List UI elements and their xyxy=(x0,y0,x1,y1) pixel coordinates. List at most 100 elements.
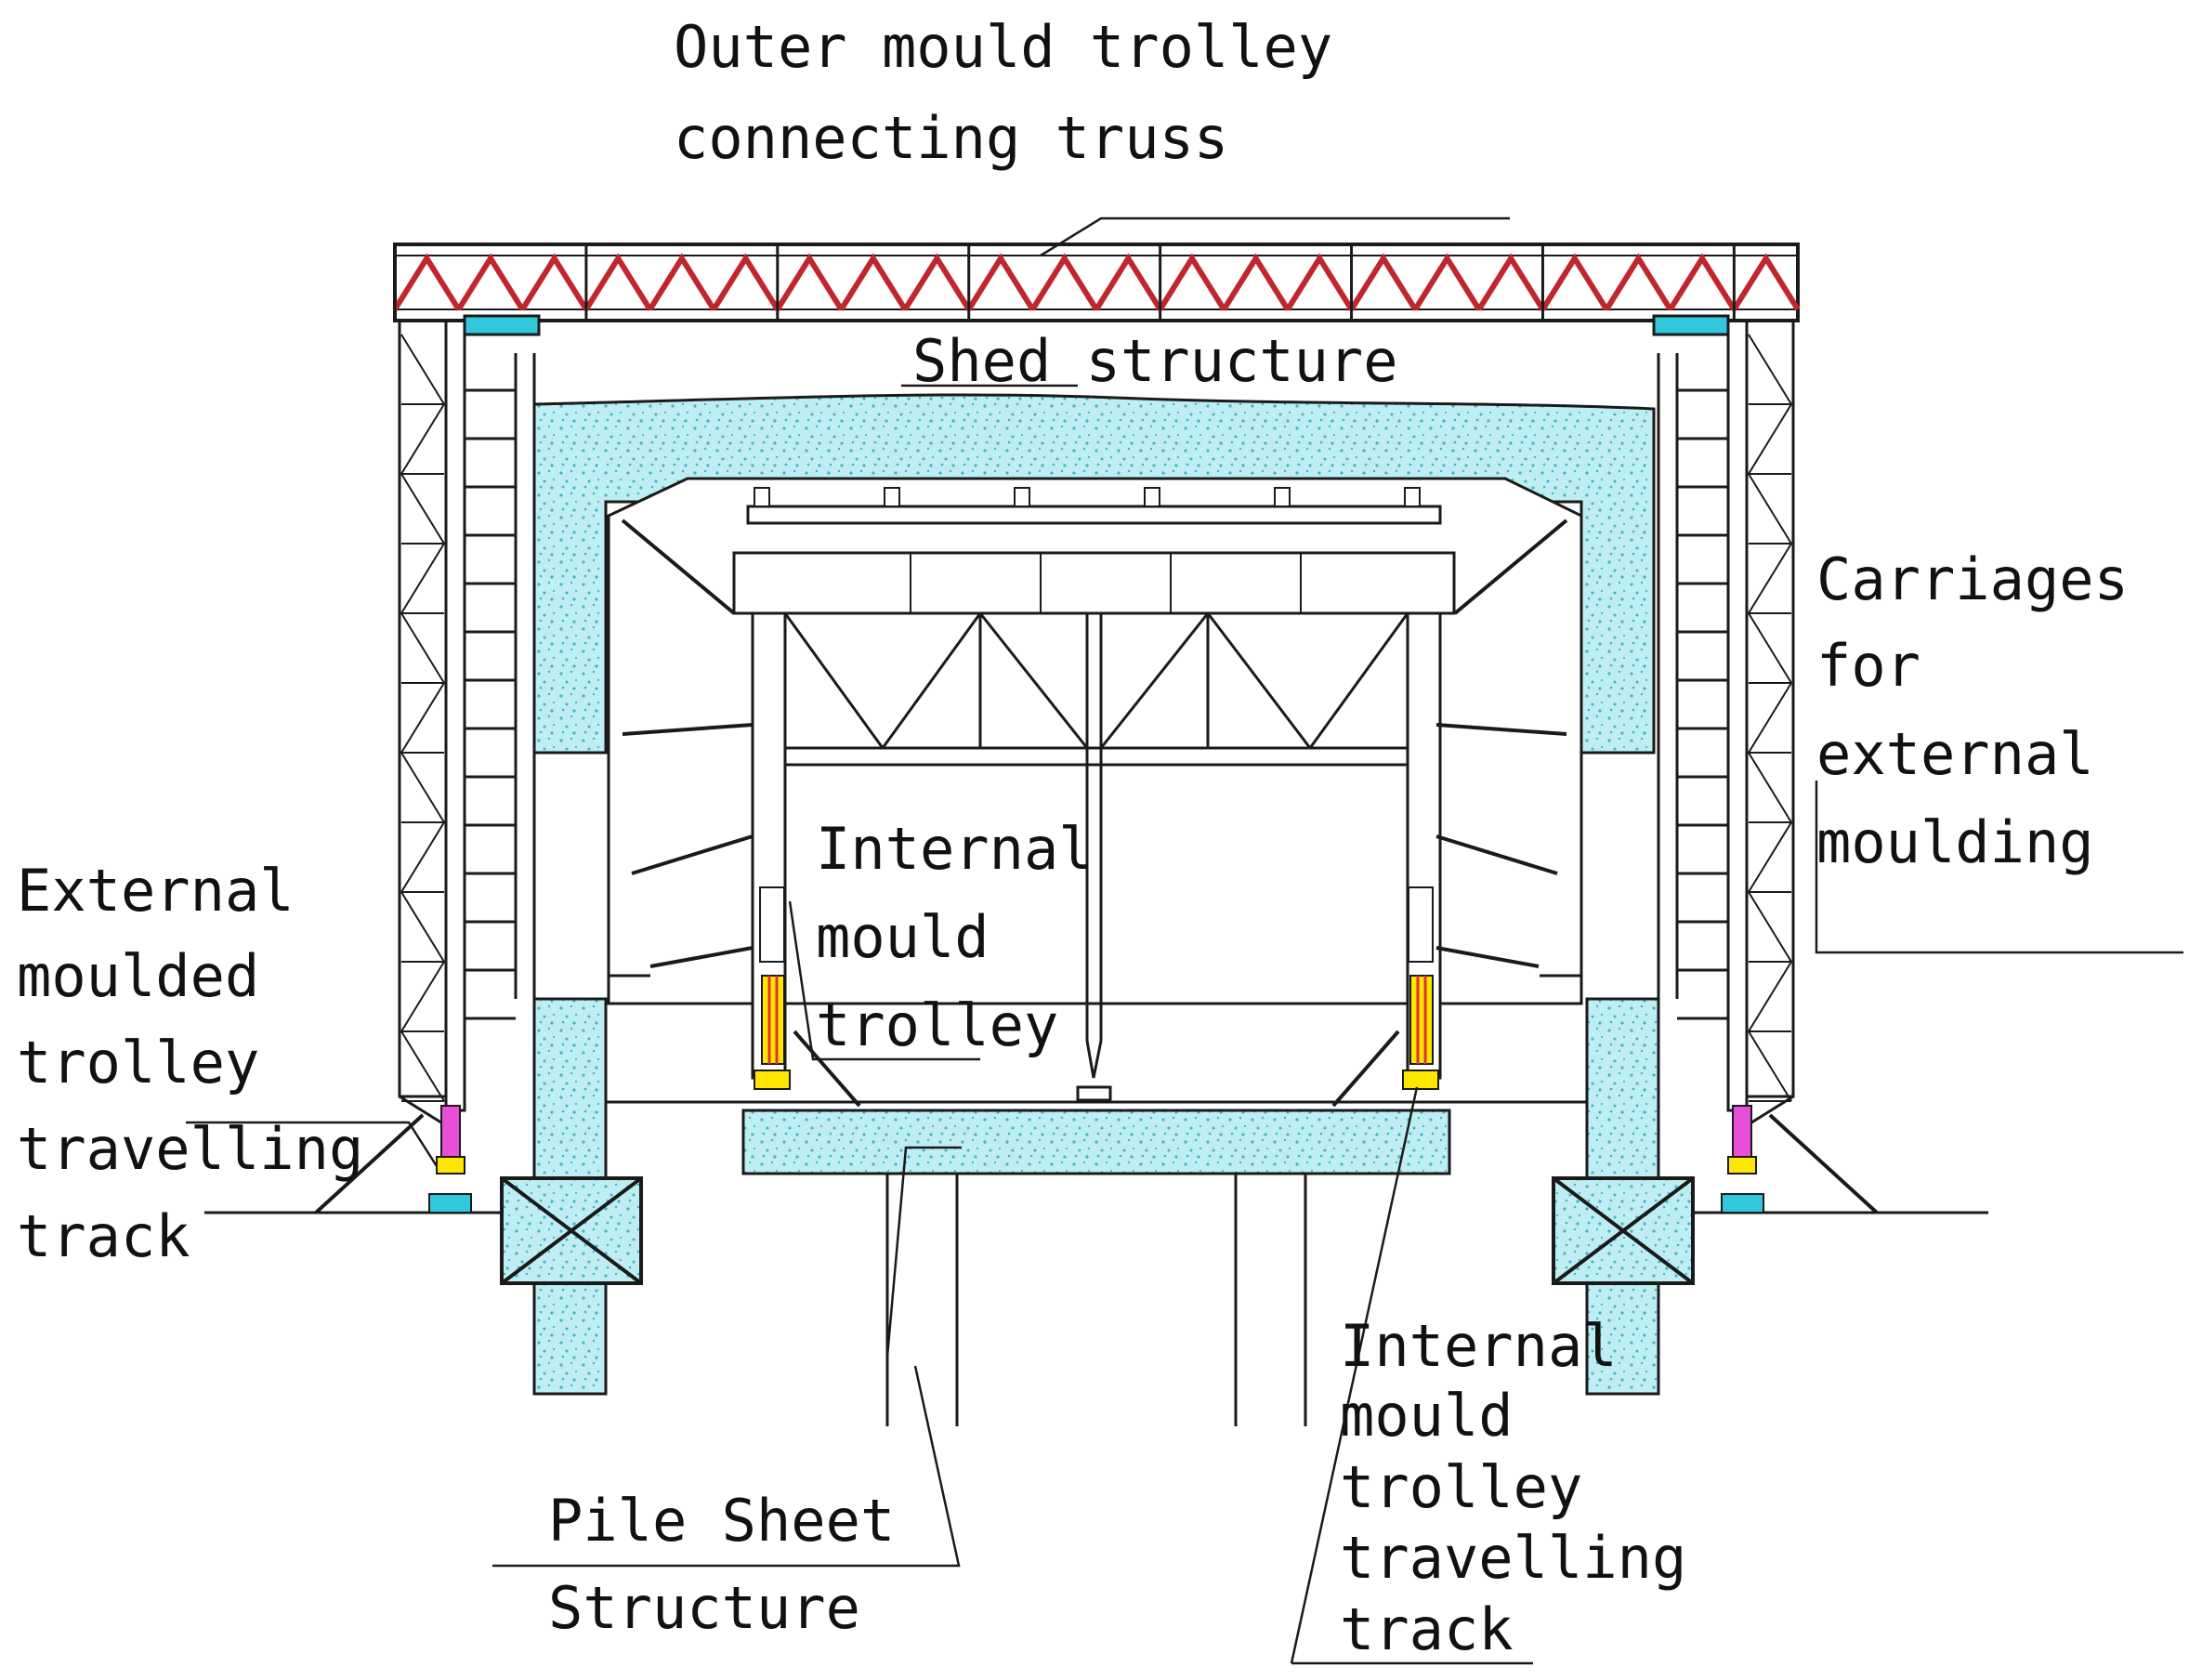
label-internal-track-line-5: track xyxy=(1340,1595,1514,1663)
top-block xyxy=(1014,487,1030,507)
truss-diagonal xyxy=(1094,253,1163,311)
truss-diagonal xyxy=(711,253,780,311)
label-internal-track-line-1: Internal xyxy=(1340,1312,1618,1380)
frame-brace xyxy=(1748,1030,1792,1102)
frame-brace xyxy=(400,612,445,684)
label-internal-trolley-line-3: trolley xyxy=(816,991,1058,1059)
frame-brace xyxy=(400,1030,445,1102)
inner-strut xyxy=(649,946,754,968)
right-outer-frame xyxy=(1652,314,1795,1126)
truss-diagonal xyxy=(648,253,716,311)
label-internal-trolley-line-1: Internal xyxy=(816,815,1094,883)
inner-strut xyxy=(1435,723,1567,736)
label-carriages: Carriages for external moulding xyxy=(1816,545,2129,876)
frame-brace xyxy=(400,752,445,823)
truss-diagonal xyxy=(1221,253,1291,311)
truss-diagonal xyxy=(1540,253,1609,311)
inner-strut xyxy=(631,834,754,875)
label-external-track-line-1: External xyxy=(17,857,295,925)
truss-diagonal xyxy=(966,253,1035,311)
frame-brace xyxy=(1748,403,1792,475)
truss-diagonal xyxy=(902,253,972,311)
label-truss: Outer mould trolley connecting truss xyxy=(674,13,1332,172)
inner-strut xyxy=(1453,518,1568,615)
label-internal-track-line-4: travelling xyxy=(1340,1524,1686,1592)
frame-brace xyxy=(400,334,445,405)
truss-diagonal xyxy=(1029,253,1099,311)
left-external-trolley-jack xyxy=(314,1105,472,1214)
truss-diagonal xyxy=(1604,253,1673,311)
inner-strut xyxy=(1435,946,1540,968)
frame-brace xyxy=(400,961,445,1032)
inner-strut xyxy=(622,723,754,736)
right-pile-cap xyxy=(1552,1176,1695,1285)
top-block xyxy=(1404,487,1421,507)
label-truss-line-1: Outer mould trolley xyxy=(674,13,1332,81)
top-block xyxy=(1274,487,1291,507)
truss-diagonal xyxy=(456,253,525,311)
label-internal-track-line-2: mould xyxy=(1340,1382,1514,1450)
label-pile: Pile Sheet Structure xyxy=(548,1487,895,1642)
label-pile-line-2: Structure xyxy=(548,1574,860,1642)
frame-brace xyxy=(1748,682,1792,754)
frame-brace xyxy=(400,821,445,893)
frame-brace xyxy=(400,543,445,614)
label-shed: Shed structure xyxy=(912,327,1398,395)
truss-diagonal xyxy=(1158,253,1226,311)
truss-diagonal xyxy=(775,253,844,311)
frame-brace xyxy=(1748,821,1792,893)
right-external-trolley-jack xyxy=(1721,1105,1879,1214)
label-external-track: External moulded trolley travelling trac… xyxy=(17,857,363,1270)
truss-diagonal xyxy=(583,253,653,311)
left-internal-jack xyxy=(754,886,861,1108)
frame-brace xyxy=(1748,473,1792,545)
frame-brace xyxy=(400,682,445,754)
truss-diagonal xyxy=(1349,253,1418,311)
truss-diagonal xyxy=(392,253,462,311)
frame-brace xyxy=(1748,612,1792,684)
frame-brace xyxy=(1748,891,1792,963)
label-external-track-line-5: track xyxy=(17,1202,190,1270)
label-carriages-line-4: moulding xyxy=(1816,808,2094,876)
concrete-structure xyxy=(500,393,1695,1396)
frame-brace xyxy=(1748,334,1792,405)
frame-brace xyxy=(400,403,445,475)
truss-diagonal xyxy=(519,253,589,311)
left-pile-cap xyxy=(500,1176,643,1285)
label-internal-track: Internal mould trolley travelling track xyxy=(1340,1312,1686,1663)
frame-brace xyxy=(1748,752,1792,823)
label-carriages-line-1: Carriages xyxy=(1816,545,2129,613)
leader-lines xyxy=(186,217,2183,1665)
truss-diagonal xyxy=(1412,253,1482,311)
left-outer-frame xyxy=(398,314,541,1126)
label-truss-line-2: connecting truss xyxy=(674,104,1228,172)
inner-strut xyxy=(1435,834,1558,875)
frame-brace xyxy=(400,891,445,963)
frame-brace xyxy=(400,473,445,545)
label-carriages-line-3: external xyxy=(1816,720,2094,788)
center-slab xyxy=(741,1109,1451,1175)
truss-diagonal xyxy=(1731,253,1801,311)
truss-web-members xyxy=(392,244,1801,321)
top-block xyxy=(754,487,770,507)
label-external-track-line-4: travelling xyxy=(17,1115,363,1183)
top-block xyxy=(1144,487,1160,507)
label-internal-trolley-line-2: mould xyxy=(816,903,990,971)
top-block xyxy=(884,487,900,507)
right-internal-jack xyxy=(1331,886,1439,1108)
outer-mould-trolley-connecting-truss xyxy=(392,243,1801,322)
frame-brace xyxy=(1748,961,1792,1032)
label-internal-track-line-3: trolley xyxy=(1340,1453,1582,1521)
truss-diagonal xyxy=(838,253,908,311)
label-carriages-line-2: for xyxy=(1816,632,1920,700)
truss-diagonal xyxy=(1668,253,1737,311)
frame-brace xyxy=(1748,543,1792,614)
label-pile-line-1: Pile Sheet xyxy=(548,1487,895,1555)
inner-strut xyxy=(621,518,736,615)
label-shed-line-1: Shed structure xyxy=(912,327,1398,395)
label-external-track-line-3: trolley xyxy=(17,1029,259,1096)
truss-diagonal xyxy=(1476,253,1545,311)
truss-diagonal xyxy=(1285,253,1355,311)
pile-sheet-piles xyxy=(885,1174,1307,1426)
